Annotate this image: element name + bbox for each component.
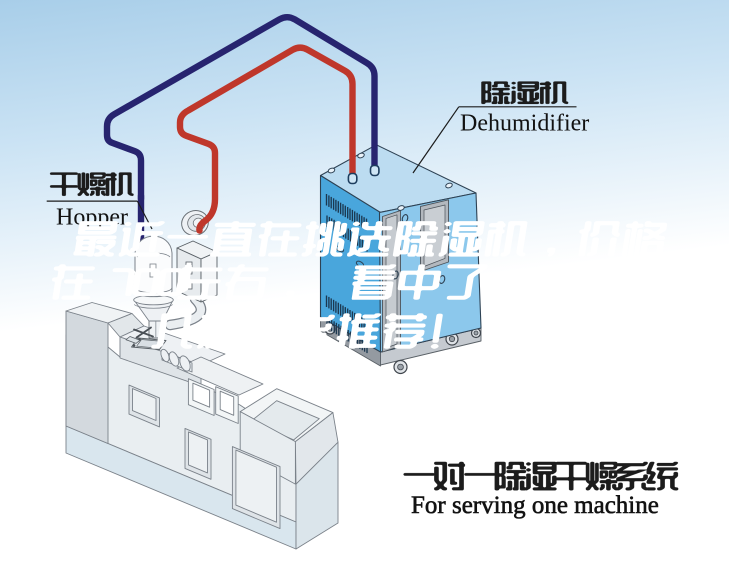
svg-text:Dehumidifier: Dehumidifier — [460, 111, 589, 137]
svg-text:For serving one machine: For serving one machine — [411, 492, 659, 519]
